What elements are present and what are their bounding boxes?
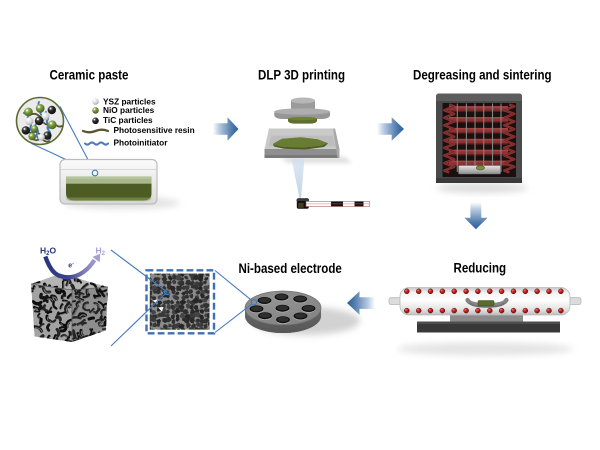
svg-text:H2O: H2O — [40, 246, 56, 258]
svg-text:Degreasing and sintering: Degreasing and sintering — [413, 66, 552, 82]
svg-text:Ceramic paste: Ceramic paste — [50, 66, 129, 82]
svg-text:Reducing: Reducing — [454, 259, 507, 275]
svg-text:H2: H2 — [96, 246, 106, 258]
svg-text:TiC particles: TiC particles — [103, 115, 153, 125]
svg-text:YSZ particles: YSZ particles — [103, 97, 156, 107]
svg-text:Photosensitive resin: Photosensitive resin — [114, 125, 195, 135]
svg-text:e-: e- — [68, 261, 74, 270]
svg-text:DLP 3D printing: DLP 3D printing — [258, 66, 345, 82]
svg-text:Ni-based electrode: Ni-based electrode — [239, 260, 342, 276]
svg-text:NiO particles: NiO particles — [103, 105, 155, 115]
svg-text:Photoinitiator: Photoinitiator — [114, 138, 169, 148]
